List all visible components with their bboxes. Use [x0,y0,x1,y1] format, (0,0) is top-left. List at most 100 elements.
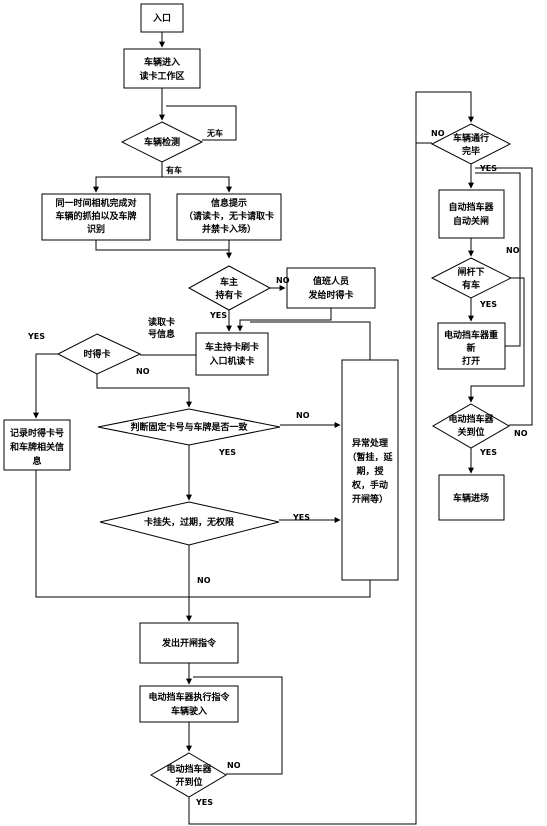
node-staff-issue: 值班人员 发给时得卡 [286,267,376,309]
label-underbar-no: NO [506,246,520,255]
edge-done-noloop [193,676,283,775]
edge-exception-swipe [250,321,371,360]
node-camera-l1: 同一时间相机完成对 [55,197,136,209]
label-temp-no: NO [136,367,150,376]
node-detect-text: 车辆检测 [144,136,180,148]
label-opendone-yes: YES [195,798,213,807]
node-open-done: 电动挡车器 开到位 [150,752,227,798]
node-exception-l1: 异常处理 [352,437,388,449]
node-under-bar-l1: 闸杆下 [457,266,484,278]
node-pass-done-l1: 车辆通行 [453,132,489,144]
label-hascard-no: NO [276,276,290,285]
node-entry: 入口 [140,3,184,33]
node-card-status: 卡挂失，过期，无权限 [99,501,280,546]
node-detect: 车辆检测 [120,121,204,163]
node-open-cmd: 发出开闸指令 [139,622,239,664]
node-reopen-l1: 电动挡车器重 [444,329,498,341]
edge-temp-judge [96,374,192,408]
read-card-info-l1: 读取卡 [148,316,175,328]
node-auto-close-l2: 自动关闸 [453,215,489,227]
node-enter-zone-l2: 读卡工作区 [139,70,184,82]
node-camera-l2: 车辆的抓拍以及车牌 [55,210,136,222]
node-card-status-text: 卡挂失，过期，无权限 [144,516,235,528]
node-enter-zone-l1: 车辆进入 [144,56,180,68]
edge-staff-swipe [237,308,332,332]
node-swipe-card-l1: 车主持卡刷卡 [205,341,259,353]
edge-exception-join [189,580,371,598]
label-closedone-no: NO [514,429,528,438]
edge-detect-nocar-loop [166,105,237,141]
node-auto-close: 自动挡车器 自动关闸 [438,189,505,239]
node-under-bar: 闸杆下 有车 [430,257,513,299]
node-record-temp: 记录时得卡号 和车牌相关信 息 [3,419,71,471]
edge-temp-record [33,353,58,419]
edge-fork-info [162,176,232,193]
connectors-right [416,142,533,474]
node-exec-cmd: 电动挡车器执行指令 车辆驶入 [139,685,239,723]
node-under-bar-l2: 有车 [462,279,480,291]
label-temp-yes: YES [27,332,45,341]
label-underbar-yes: YES [479,300,497,309]
node-staff-issue-l1: 值班人员 [313,275,349,287]
node-exception-l2: （暂挂，延 [347,451,393,463]
node-swipe-card: 车主持卡刷卡 入口机读卡 [195,332,269,376]
node-record-temp-l3: 息 [32,455,41,467]
label-opendone-no: NO [227,761,241,770]
node-reopen-l3: 打开 [462,355,480,367]
label-judge-no: NO [296,411,310,420]
node-enter-zone: 车辆进入 读卡工作区 [123,48,201,89]
node-info-prompt-l2: （请读卡，无卡请取卡 [184,210,274,222]
node-reopen-l2: 新 [466,342,475,354]
node-camera-l3: 识别 [87,223,105,235]
node-exception-l3: 期，授 [356,465,384,477]
node-exception-l5: 开闸等） [352,493,388,505]
node-temp-card: 时得卡 [56,333,142,375]
node-info-prompt: 信息提示 （请读卡，无卡请取卡 并禁卡入场） [176,193,282,241]
edge-camera-join [95,240,229,251]
node-close-done-l1: 电动挡车器 [448,413,494,425]
node-open-done-l1: 电动挡车器 [166,763,212,775]
edge-done-pass [188,91,474,825]
label-closedone-yes: YES [479,448,497,457]
edge-record-join [35,470,189,598]
label-status-yes: YES [292,513,310,522]
node-camera: 同一时间相机完成对 车辆的抓拍以及车牌 识别 [41,193,151,241]
label-pass-no: NO [431,129,445,138]
node-has-card-l2: 持有卡 [215,289,242,301]
read-card-info-l2: 号信息 [148,328,175,340]
edge-reopen-loop [475,172,521,347]
node-vehicle-in-text: 车辆进场 [453,492,489,504]
node-pass-done-l2: 完毕 [462,145,480,157]
node-record-temp-l1: 记录时得卡号 [10,427,64,439]
edge-underbar-closedone [468,277,525,403]
edge-detect-fork [93,162,163,193]
label-judge-yes: YES [218,448,236,457]
node-temp-card-text: 时得卡 [83,348,110,360]
connectors [33,32,474,825]
node-info-prompt-l1: 信息提示 [211,197,247,209]
label-no-car: 无车 [206,128,223,138]
label-has-car: 有车 [166,165,182,175]
label-pass-yes: YES [479,164,497,173]
node-info-prompt-l3: 并禁卡入场） [202,223,256,235]
node-exec-cmd-l1: 电动挡车器执行指令 [148,691,230,703]
node-reopen: 电动挡车器重 新 打开 [437,322,506,370]
node-judge-fixed-text: 判断固定卡号与车牌是否一致 [130,421,248,433]
node-auto-close-l1: 自动挡车器 [448,201,494,213]
edge-closedone-noloop [475,167,533,426]
node-pass-done: 车辆通行 完毕 [430,123,512,165]
node-open-done-l2: 开到位 [175,776,202,788]
label-status-no: NO [197,576,211,585]
node-judge-fixed: 判断固定卡号与车牌是否一致 [97,408,281,446]
node-open-cmd-text: 发出开闸指令 [161,637,217,649]
node-swipe-card-l2: 入口机读卡 [208,355,254,367]
node-close-done: 电动挡车器 关到位 [432,403,510,449]
node-has-card-l1: 车主 [220,276,238,288]
node-vehicle-in: 车辆进场 [438,474,505,521]
label-hascard-yes: YES [209,311,227,320]
node-has-card: 车主 持有卡 [187,265,272,311]
node-record-temp-l2: 和车牌相关信 [9,441,64,453]
node-exec-cmd-l2: 车辆驶入 [171,705,207,717]
node-exception-l4: 权，手动 [351,479,388,491]
